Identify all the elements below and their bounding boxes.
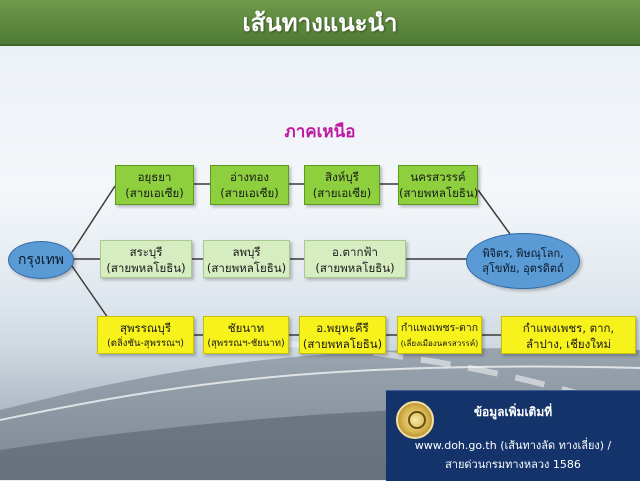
node-road: (สายพหลโยธิน) xyxy=(106,261,186,275)
route-node-chiang-mai-group: กำแพงเพชร, ตาก, ลำปาง, เชียงใหม่ xyxy=(501,316,636,354)
route-node-phayuha-khiri: อ.พยุหะคีรี (สายพหลโยธิน) xyxy=(299,316,386,354)
end-node-line2: สุโขทัย, อุตรดิตถ์ xyxy=(482,262,564,275)
route-node-chai-nat: ชัยนาท (สุพรรณฯ-ชัยนาท) xyxy=(203,316,289,354)
header-bar: เส้นทางแนะนำ xyxy=(0,0,640,46)
start-node-bangkok: กรุงเทพ xyxy=(8,241,74,279)
route-node-nakhon-sawan: นครสวรรค์ (สายพหลโยธิน) xyxy=(398,165,478,205)
node-name: กำแพงเพชร, ตาก, xyxy=(522,321,615,335)
node-road: (สายพหลโยธิน) xyxy=(315,261,395,275)
node-road: (สายพหลโยธิน) xyxy=(399,186,479,200)
node-road: (สายเอเซีย) xyxy=(125,186,184,200)
node-name: อ.ตากฟ้า xyxy=(331,245,379,259)
info-hotline: สายด่วนกรมทางหลวง 1586 xyxy=(445,458,581,471)
node-road: (สายเอเซีย) xyxy=(220,186,279,200)
node-name: ลพบุรี xyxy=(232,245,261,259)
route-node-kamphaeng-phet-tak: กำแพงเพชร-ตาก (เลี่ยงเมืองนครสวรรค์) xyxy=(397,316,482,354)
node-name: นครสวรรค์ xyxy=(410,170,466,184)
node-road: (เลี่ยงเมืองนครสวรรค์) xyxy=(400,339,479,348)
info-website: www.doh.go.th (เส้นทางลัด ทางเลี่ยง) / xyxy=(414,439,612,452)
node-name: สุพรรณบุรี xyxy=(119,321,172,335)
node-road: (ตลิ่งชัน-สุพรรณฯ) xyxy=(107,338,184,349)
node-name: อ.พยุหะคีรี xyxy=(316,321,369,335)
node-name: สระบุรี xyxy=(129,245,163,259)
info-title: ข้อมูลเพิ่มเติมที่ xyxy=(473,405,553,419)
route-node-ang-thong: อ่างทอง (สายเอเซีย) xyxy=(210,165,289,205)
route-node-tak-fa: อ.ตากฟ้า (สายพหลโยธิน) xyxy=(304,240,406,278)
node-name: อยุธยา xyxy=(137,170,172,184)
region-title: ภาคเหนือ xyxy=(284,122,356,142)
route-node-sing-buri: สิงห์บุรี (สายเอเซีย) xyxy=(304,165,380,205)
end-node-phichit-group: พิจิตร, พิษณุโลก, สุโขทัย, อุตรดิตถ์ xyxy=(466,233,580,289)
node-road: (สายเอเซีย) xyxy=(312,186,372,200)
route-node-lopburi: ลพบุรี (สายพหลโยธิน) xyxy=(203,240,290,278)
route-node-suphan-buri: สุพรรณบุรี (ตลิ่งชัน-สุพรรณฯ) xyxy=(97,316,194,354)
node-road: ลำปาง, เชียงใหม่ xyxy=(525,337,612,351)
doh-seal-icon xyxy=(396,401,434,439)
info-panel: ข้อมูลเพิ่มเติมที่ www.doh.go.th (เส้นทา… xyxy=(386,390,640,481)
node-name: ชัยนาท xyxy=(227,321,265,335)
node-name: อ่างทอง xyxy=(229,170,270,184)
page-title: เส้นทางแนะนำ xyxy=(242,8,398,37)
route-node-ayutthaya: อยุธยา (สายเอเซีย) xyxy=(115,165,194,205)
route-node-saraburi: สระบุรี (สายพหลโยธิน) xyxy=(100,240,192,278)
node-road: (สุพรรณฯ-ชัยนาท) xyxy=(207,338,285,349)
node-road: (สายพหลโยธิน) xyxy=(206,261,287,275)
node-name: สิงห์บุรี xyxy=(325,170,359,184)
end-node-line1: พิจิตร, พิษณุโลก, xyxy=(482,247,564,260)
node-name: กำแพงเพชร-ตาก xyxy=(400,322,479,334)
node-road: (สายพหลโยธิน) xyxy=(302,337,383,351)
